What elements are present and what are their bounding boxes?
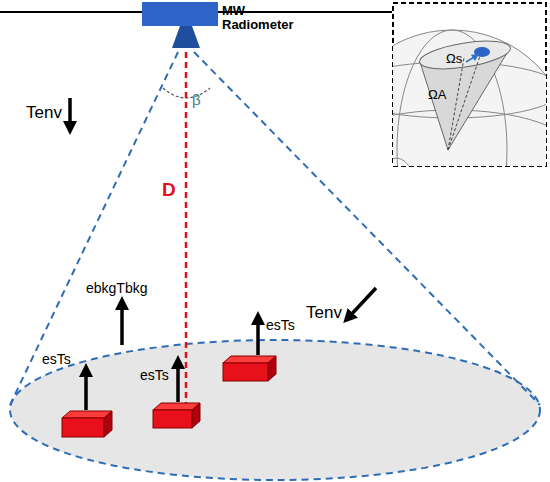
- arrow: [68, 98, 72, 128]
- device-label: MW Radiometer: [222, 4, 284, 33]
- solid-angle-label: ΩA: [428, 88, 446, 102]
- emission-label: ebkgTbkg: [86, 281, 147, 296]
- distance-line: [185, 52, 188, 405]
- solid-angle-label: Ωs: [446, 52, 462, 66]
- temperature-label: Tenv: [26, 104, 62, 123]
- distance-label: D: [162, 180, 176, 201]
- footprint: [10, 340, 540, 480]
- arrow: [176, 362, 180, 402]
- antenna-horn: [172, 26, 200, 48]
- arrow: [256, 318, 260, 355]
- arrow: [120, 303, 124, 345]
- beam-edge: [10, 52, 178, 405]
- arrow: [348, 288, 376, 318]
- target-objects: [62, 356, 276, 437]
- temperature-label: Tenv: [306, 304, 342, 323]
- solid-angle-inset: [332, 3, 550, 270]
- emission-label: esTs: [266, 318, 295, 333]
- emission-label: esTs: [140, 368, 169, 383]
- radiometer-body: [142, 2, 218, 26]
- emission-label: esTs: [42, 352, 71, 367]
- angle-label: β: [192, 92, 201, 109]
- arrow: [84, 370, 88, 410]
